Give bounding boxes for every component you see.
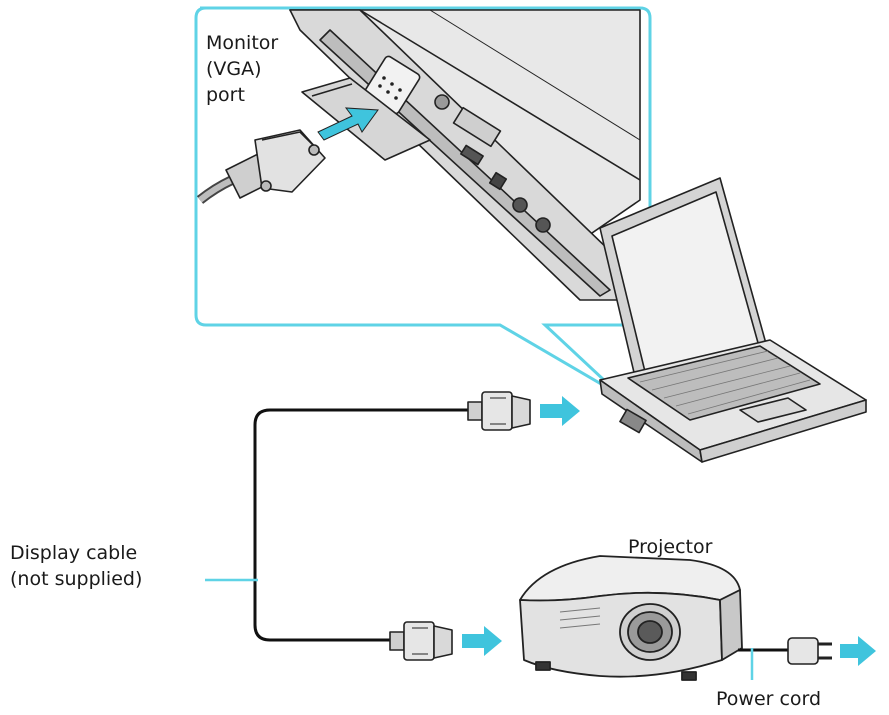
pc-card-slot-icon [452, 106, 502, 148]
projector-icon [519, 555, 743, 681]
laptop-vga-port-icon [619, 408, 647, 434]
vga-plug-closeup-icon [196, 129, 326, 204]
firewire-port-icon [488, 171, 508, 191]
display-cable [205, 408, 470, 642]
power-cord-label: Power cord [716, 688, 822, 710]
ps2-port-icon [434, 94, 450, 110]
display-cable-label: Display cable (not supplied) [10, 540, 142, 592]
arrow-to-projector-icon [462, 626, 502, 656]
display-cable-label-line1: Display cable [10, 542, 138, 564]
monitor-port-label-line1: Monitor [206, 32, 279, 54]
display-cable-label-line2: (not supplied) [10, 568, 143, 590]
projector-label: Projector [628, 536, 713, 558]
vga-plug-bottom-icon [389, 621, 453, 661]
mic-jack-icon [535, 217, 551, 233]
arrow-to-outlet-icon [840, 636, 876, 666]
audio-jack-icon [512, 197, 528, 213]
monitor-port-label-line2: (VGA) [206, 58, 262, 80]
monitor-port-label-line3: port [206, 84, 245, 106]
usb-port-icon [460, 144, 484, 166]
laptop-icon [599, 177, 867, 463]
power-cord [738, 636, 876, 680]
arrow-to-laptop-icon [540, 396, 580, 426]
monitor-port-label: Monitor (VGA) port [206, 30, 278, 108]
power-plug-icon [787, 637, 832, 665]
vga-plug-top-icon [467, 391, 531, 431]
insert-arrow-icon [317, 107, 379, 141]
touchpad-icon [739, 397, 807, 423]
